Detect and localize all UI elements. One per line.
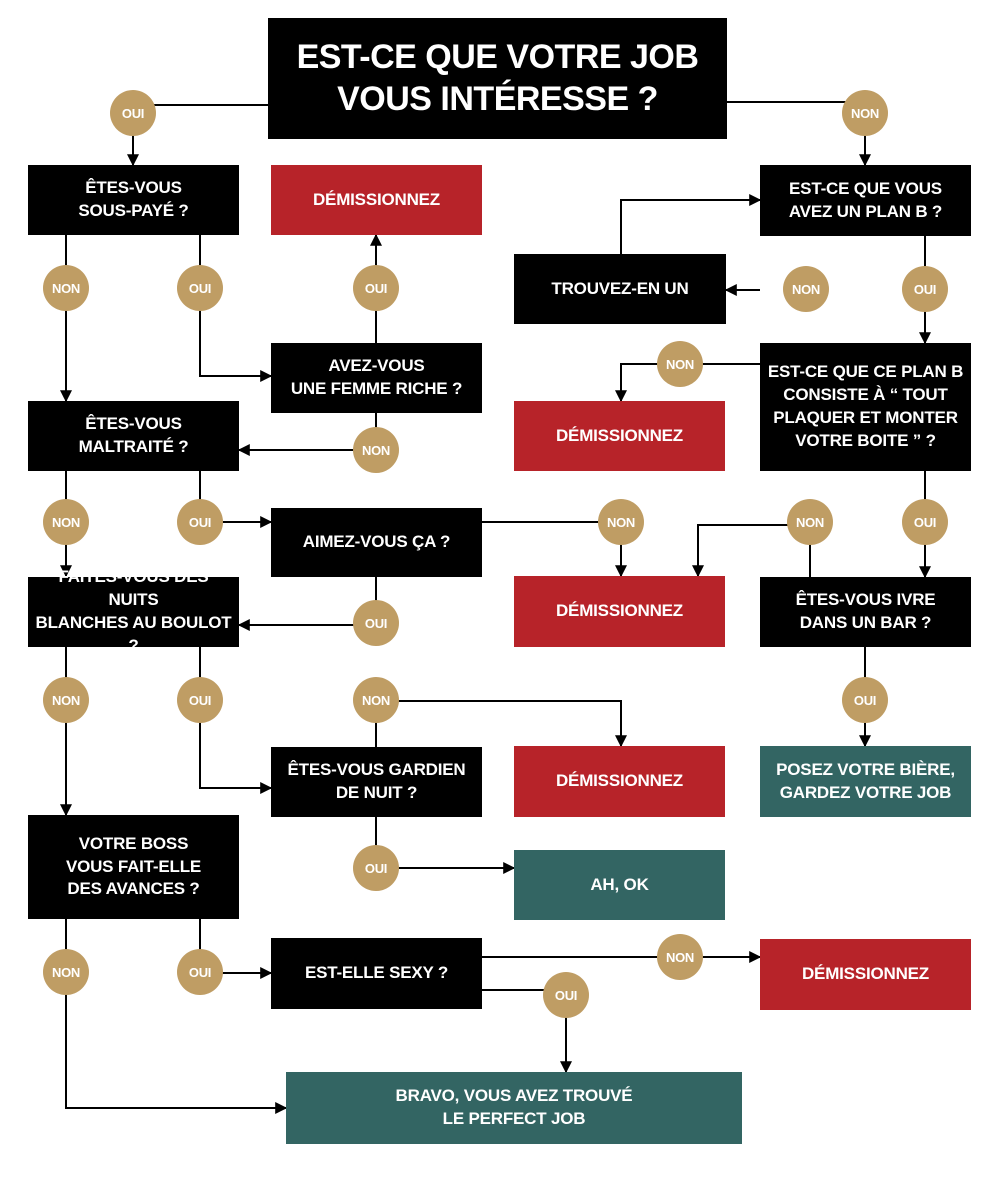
question-boss-advances: VOTRE BOSS VOUS FAIT-ELLE DES AVANCES ? <box>28 815 239 919</box>
outcome-quit-4: DÉMISSIONNEZ <box>514 746 725 817</box>
outcome-perfect-job: BRAVO, VOUS AVEZ TROUVÉ LE PERFECT JOB <box>286 1072 742 1144</box>
action-find-one: TROUVEZ-EN UN <box>514 254 726 324</box>
edge-guard-no <box>375 700 627 748</box>
question-plan-b: EST-CE QUE VOUS AVEZ UN PLAN B ? <box>760 165 971 236</box>
outcome-quit-1: DÉMISSIONNEZ <box>271 165 482 235</box>
badge-drunk-no: NON <box>787 499 833 545</box>
badge-likeit-yes: OUI <box>353 600 399 646</box>
badge-startup-no: NON <box>657 341 703 387</box>
question-night-guard: ÊTES-VOUS GARDIEN DE NUIT ? <box>271 747 482 817</box>
question-job-interesting: EST-CE QUE VOTRE JOB VOUS INTÉRESSE ? <box>268 18 727 139</box>
badge-start-no: NON <box>842 90 888 136</box>
badge-planb-yes: OUI <box>902 266 948 312</box>
badge-likeit-no: NON <box>598 499 644 545</box>
outcome-quit-3: DÉMISSIONNEZ <box>514 576 725 647</box>
question-rich-wife: AVEZ-VOUS UNE FEMME RICHE ? <box>271 343 482 413</box>
badge-richwife-yes: OUI <box>353 265 399 311</box>
badge-underpaid-no: NON <box>43 265 89 311</box>
edge-startup-no <box>615 363 760 403</box>
edge-findone-loop <box>620 194 762 254</box>
outcome-put-down-beer: POSEZ VOTRE BIÈRE, GARDEZ VOTRE JOB <box>760 746 971 817</box>
badge-startup-yes: OUI <box>902 499 948 545</box>
edge-boss-no <box>65 919 288 1114</box>
badge-abused-yes: OUI <box>177 499 223 545</box>
badge-start-yes: OUI <box>110 90 156 136</box>
badge-nights-yes: OUI <box>177 677 223 723</box>
badge-abused-no: NON <box>43 499 89 545</box>
edge-drunk-no <box>692 524 811 578</box>
question-drunk-in-bar: ÊTES-VOUS IVRE DANS UN BAR ? <box>760 577 971 647</box>
badge-nights-no: NON <box>43 677 89 723</box>
question-plan-b-startup: EST-CE QUE CE PLAN B CONSISTE À “ TOUT P… <box>760 343 971 471</box>
question-like-it: AIMEZ-VOUS ÇA ? <box>271 508 482 577</box>
outcome-ah-ok: AH, OK <box>514 850 725 920</box>
badge-boss-yes: OUI <box>177 949 223 995</box>
question-is-she-sexy: EST-ELLE SEXY ? <box>271 938 482 1009</box>
badge-guard-no: NON <box>353 677 399 723</box>
badge-boss-no: NON <box>43 949 89 995</box>
badge-sexy-no: NON <box>657 934 703 980</box>
outcome-quit-5: DÉMISSIONNEZ <box>760 939 971 1010</box>
badge-sexy-yes: OUI <box>543 972 589 1018</box>
badge-guard-yes: OUI <box>353 845 399 891</box>
question-abused: ÊTES-VOUS MALTRAITÉ ? <box>28 401 239 471</box>
badge-richwife-no: NON <box>353 427 399 473</box>
badge-underpaid-yes: OUI <box>177 265 223 311</box>
question-underpaid: ÊTES-VOUS SOUS-PAYÉ ? <box>28 165 239 235</box>
badge-drunk-yes: OUI <box>842 677 888 723</box>
outcome-quit-2: DÉMISSIONNEZ <box>514 401 725 471</box>
badge-planb-no: NON <box>783 266 829 312</box>
question-night-shifts: FAITES-VOUS DES NUITS BLANCHES AU BOULOT… <box>28 567 239 655</box>
